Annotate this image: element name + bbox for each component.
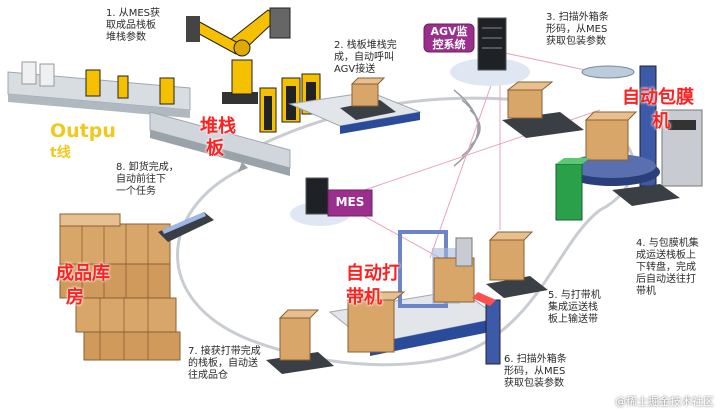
step-1-line-3: 堆栈参数: [106, 32, 146, 43]
step-4-line-2: 成运送栈板上: [636, 250, 696, 261]
agv-route-loop: [176, 138, 635, 367]
agv-monitor-label-1: AGV监: [430, 25, 468, 38]
agv-vehicle-bottom: [266, 309, 334, 374]
strapping-machine: [328, 230, 502, 365]
step-5-line-1: 5. 与打带机: [548, 290, 601, 301]
step-4-line-4: 后自动送往打: [636, 274, 696, 285]
agv-vehicle-wrapper: [612, 184, 680, 206]
watermark: @稀土掘金技术社区: [615, 395, 714, 408]
step-3-line-3: 获取包装参数: [546, 36, 606, 47]
strapping-machine-label-1: 自动打: [346, 263, 400, 284]
warehouse-label: 成品库 房: [56, 262, 110, 310]
step-6-line-1: 6. 扫描外箱条: [504, 354, 567, 365]
strapping-machine-label: 自动打 带机: [346, 262, 400, 310]
stretch-wrapper-label-1: 自动包膜: [622, 87, 694, 108]
step-4-line-5: 带机: [636, 286, 656, 297]
warehouse-label-2: 房: [66, 287, 84, 308]
step-7-line-2: 的栈板，自动送: [188, 358, 258, 369]
palletizing-label: 堆栈 板: [200, 116, 236, 160]
mes-server-icon: [290, 177, 373, 226]
output-line-label: Outpu t线: [50, 120, 116, 164]
step-1-line-2: 取成品栈板: [106, 20, 156, 31]
agv-vehicle-strapping: [486, 231, 548, 298]
step-2-text: 2. 栈板堆栈完 成，自动呼叫 AGV接送: [334, 40, 397, 76]
step-5-line-3: 板上输送带: [548, 314, 598, 325]
finished-goods-stacks: [59, 213, 181, 361]
step-4-line-1: 4. 与包膜机集: [636, 238, 699, 249]
step-8-line-1: 8. 卸货完成，: [116, 162, 179, 173]
step-6-text: 6. 扫描外箱条 形码，从MES 获取包装参数: [504, 354, 567, 390]
output-production-line: [7, 61, 191, 118]
step-8-line-3: 一个任务: [116, 186, 156, 197]
step-3-line-1: 3. 扫描外箱条: [546, 12, 609, 23]
step-1-text: 1. 从MES获 取成品栈板 堆栈参数: [106, 8, 160, 44]
agv-vehicle-top: [340, 77, 396, 120]
palletizing-conveyor: [149, 111, 291, 176]
stretch-wrapper-label-2: 机: [652, 111, 670, 132]
strapping-machine-label-2: 带机: [346, 287, 382, 308]
step-4-line-3: 下转盘，完成: [636, 262, 696, 273]
agv-server-icon: [423, 17, 530, 86]
step-5-line-2: 集成运送栈: [548, 302, 598, 313]
stretch-wrapper-label: 自动包膜 机: [622, 86, 694, 134]
step-7-line-1: 7. 接获打带完成: [188, 346, 261, 357]
palletizing-label-1: 堆栈: [200, 116, 236, 137]
agv-vehicle-left: [158, 212, 214, 242]
agv-monitor-system-label: AGV监 控系统: [424, 25, 474, 51]
agv-vehicle-right: [502, 81, 584, 138]
agv-monitor-label-2: 控系统: [432, 38, 466, 51]
palletizing-label-2: 板: [206, 138, 224, 159]
step-4-text: 4. 与包膜机集 成运送栈板上 下转盘，完成 后自动送往打 带机: [636, 238, 699, 298]
step-7-text: 7. 接获打带完成 的栈板，自动送 往成品仓: [188, 346, 261, 382]
step-8-line-2: 自动前往下: [116, 174, 166, 185]
step-2-line-3: AGV接送: [334, 64, 376, 75]
step-3-line-2: 形码，从MES: [546, 24, 608, 35]
step-7-line-3: 往成品仓: [188, 370, 228, 381]
output-line-label-1: Outpu: [50, 120, 116, 142]
step-6-line-3: 获取包装参数: [504, 378, 564, 389]
step-6-line-2: 形码，从MES: [504, 366, 566, 377]
step-5-text: 5. 与打带机 集成运送栈 板上输送带: [548, 290, 601, 326]
stretch-wrapping-machine: [555, 65, 703, 221]
pallet-station-towers: [259, 73, 321, 133]
step-8-text: 8. 卸货完成， 自动前往下 一个任务: [116, 162, 179, 198]
step-2-line-2: 成，自动呼叫: [334, 52, 394, 63]
step-1-line-1: 1. 从MES获: [106, 8, 161, 19]
output-line-label-2: t线: [50, 145, 71, 161]
step-3-text: 3. 扫描外箱条 形码，从MES 获取包装参数: [546, 12, 609, 48]
warehouse-label-1: 成品库: [56, 263, 110, 284]
step-2-line-1: 2. 栈板堆栈完: [334, 40, 397, 51]
palletizing-robot: [186, 7, 291, 104]
mes-label: MES: [335, 195, 365, 209]
agv-route-arrow: [238, 162, 248, 172]
